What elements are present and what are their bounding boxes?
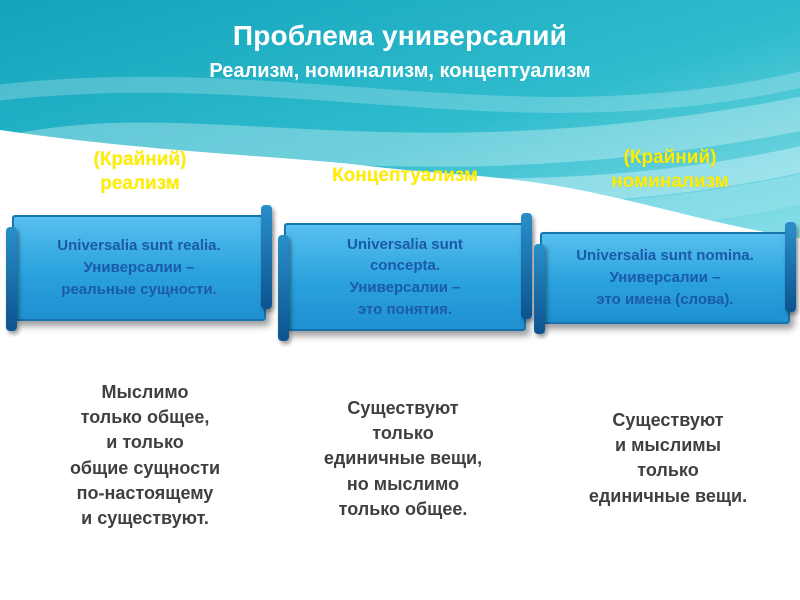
scroll-text-conceptualism: Universalia sunt concepta. Универсалии –… [347,235,463,318]
body-text-realism: Мыслимо только общее, и только общие сущ… [69,382,221,528]
slide-subtitle: Реализм, номинализм, концептуализм [209,60,591,82]
scroll-banner-nominalism: Universalia sunt nomina. Универсалии – э… [534,222,796,334]
scroll-text-realism: Universalia sunt realia. Универсалии – р… [57,237,221,298]
slide-header: Проблема универсалий Реализм, номинализм… [0,20,800,83]
slide-title: Проблема универсалий [232,20,568,51]
body-text-conceptualism: Существуют только единичные вещи, но мыс… [323,398,483,519]
scroll-text-nominalism: Universalia sunt nomina. Универсалии – э… [576,247,754,308]
column-label-conceptualism: Концептуализм [332,165,478,186]
scroll-banner-conceptualism: Universalia sunt concepta. Универсалии –… [278,213,532,341]
column-label-realism: (Крайний) реализм [93,149,187,194]
scroll-banner-realism: Universalia sunt realia. Универсалии – р… [6,205,272,331]
body-text-nominalism: Существуют и мыслимы только единичные ве… [588,410,748,506]
column-label-nominalism: (Крайний) номинализм [611,147,729,192]
